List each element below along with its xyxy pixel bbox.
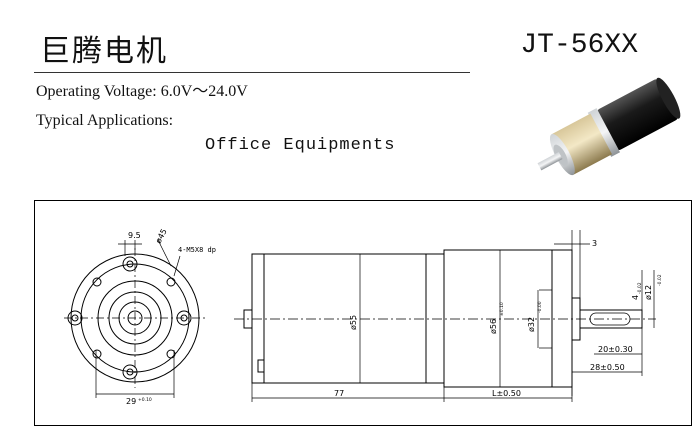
brand-title: 巨腾电机 [40,34,168,69]
dim-phi56-tol: ±0.10 [499,302,505,316]
side-view [234,230,656,402]
dim-thread: 4-M5X8 dp [178,246,216,254]
dim-28: 28±0.50 [590,363,625,372]
dim-29-tol: +0.10 [138,397,152,403]
dim-phi12: ø12 [644,285,653,300]
applications-label: Typical Applications: [36,112,174,129]
dim-L: L±0.50 [492,389,521,398]
technical-drawing: 9.5 ø45 4-M5X8 dp 29 +0.10 [34,200,692,426]
dim-phi12-tol: -0.02 [657,274,663,286]
dim-77: 77 [334,389,344,398]
dim-4: 4 [631,295,640,300]
model-number: JT-56XX [520,30,638,61]
dim-phi32: ø32 [527,317,536,332]
front-view [64,239,206,398]
header-divider [34,72,470,73]
dim-20: 20±0.30 [598,345,633,354]
dim-29: 29 [126,397,136,406]
motor-photo [537,77,681,176]
dim-4-tol: -0.02 [637,282,643,294]
dim-3: 3 [592,239,597,248]
drawing-frame [34,200,692,426]
dim-phi56: ø56 [489,319,498,334]
dim-phi55: ø55 [349,315,358,330]
dim-phi32-tol: -0.00 [537,301,543,313]
applications-value: Office Equipments [205,136,396,155]
operating-voltage: Operating Voltage: 6.0V～24.0V [36,83,248,100]
dim-9-5: 9.5 [128,231,141,240]
